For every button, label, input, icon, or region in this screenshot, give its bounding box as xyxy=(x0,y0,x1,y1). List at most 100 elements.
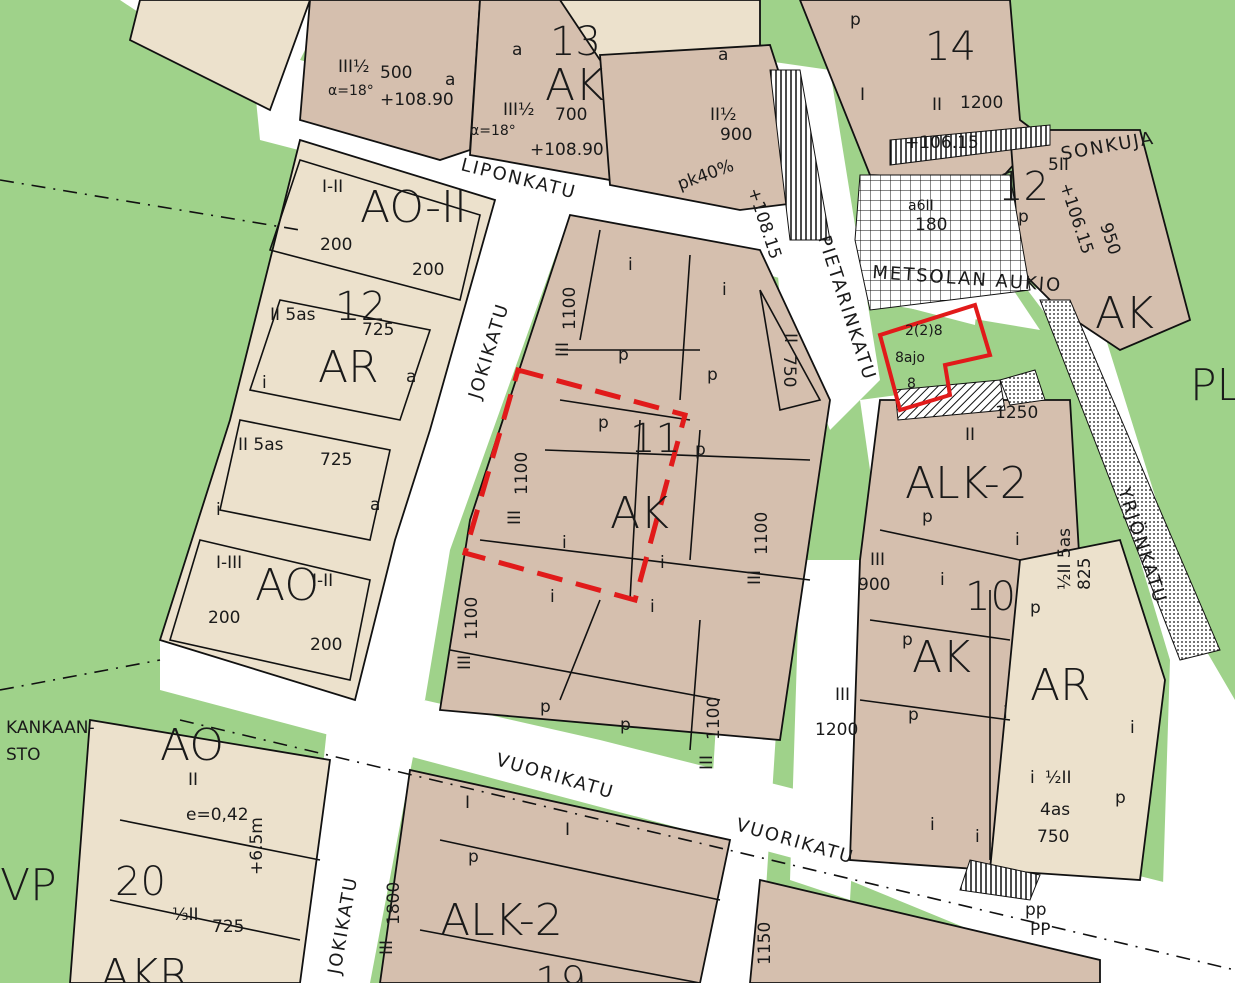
pedestrian-strip xyxy=(999,369,1046,406)
block-11-floors-r: III xyxy=(745,570,765,585)
block-13-a1: a xyxy=(512,40,522,60)
place-sto: STO xyxy=(6,745,41,765)
block-11[interactable] xyxy=(438,213,831,741)
block-19-i1: I xyxy=(465,793,470,813)
block-12ne-p: p xyxy=(1018,207,1029,227)
block-13-height: +108.90 xyxy=(530,140,604,160)
block-10-i6: i xyxy=(1030,768,1035,788)
block-13-code: AK xyxy=(545,60,604,111)
block-13-alpha2: α=18° xyxy=(328,83,374,99)
block-10-area3: 1200 xyxy=(815,720,858,740)
block-10-floors1: II xyxy=(965,425,975,445)
block-10-area5: 750 xyxy=(1037,827,1069,847)
block-13-area3: 900 xyxy=(720,125,752,145)
block-14-p: p xyxy=(850,10,861,30)
block-10-i5: i xyxy=(1130,718,1135,738)
block-12w-area6: 200 xyxy=(310,635,342,655)
red-plot-outline[interactable] xyxy=(877,302,993,413)
block-12w-label2: II 5as xyxy=(270,305,316,325)
block-12ne-code: AK xyxy=(1095,288,1154,339)
block-19-label: PP xyxy=(1030,920,1051,940)
block-10-label5: 4as xyxy=(1040,800,1070,820)
block-11-i4: i xyxy=(660,553,665,573)
block-14-height: +106.15 xyxy=(905,133,979,153)
block-13-height2: +108.90 xyxy=(380,90,454,110)
block-14-i: I xyxy=(860,85,865,105)
block-13-ii: II½ xyxy=(710,105,737,125)
block-10-code3: AR xyxy=(1030,660,1091,711)
block-12w-code1: AO-II xyxy=(360,182,467,233)
block-11-i1: i xyxy=(628,255,633,275)
block-20-vp: VP xyxy=(0,860,57,911)
block-10-code1: ALK-2 xyxy=(905,458,1028,509)
block-11-floors-w: III xyxy=(553,342,573,357)
plot-lines xyxy=(0,159,1235,983)
red-plot-label1: 2(2)8 xyxy=(905,323,943,339)
block-10-p1: p xyxy=(922,507,933,527)
block-10-p3: p xyxy=(908,705,919,725)
block-13[interactable] xyxy=(299,0,481,161)
block-19-east[interactable] xyxy=(749,878,1101,983)
block-top-left[interactable] xyxy=(128,0,311,112)
city-blocks xyxy=(69,0,1221,983)
block-12-west[interactable] xyxy=(158,138,497,702)
block-12w-area3: 725 xyxy=(362,320,394,340)
block-13-southeast[interactable] xyxy=(599,44,822,211)
block-10-ar[interactable] xyxy=(989,538,1166,881)
block-12w-area4: 725 xyxy=(320,450,352,470)
block-12w-a1: a xyxy=(406,367,416,387)
block-13-floors: III½ xyxy=(503,100,535,120)
block-14-area: 1200 xyxy=(960,93,1003,113)
block-20-height: +6.5m xyxy=(247,817,267,875)
highlight-label1: a6II xyxy=(908,198,934,214)
block-13-a2: a xyxy=(718,45,728,65)
block-11-area-e: 750 xyxy=(779,355,799,387)
block-13-area2: 500 xyxy=(380,63,412,83)
block-10-label3: ½II 5as xyxy=(1055,528,1075,590)
block-20-number: 20 xyxy=(115,859,166,905)
yrjonkatu-strip xyxy=(1039,299,1221,661)
block-11-number: 11 xyxy=(630,416,681,462)
block-12ne-label1: 5II xyxy=(1048,155,1069,175)
selection-rectangle[interactable] xyxy=(461,366,689,604)
block-19[interactable] xyxy=(379,768,732,983)
block-11-floors-m: III xyxy=(505,510,525,525)
metsolan-aukio-square[interactable] xyxy=(854,174,1031,311)
block-10-label4: ½II xyxy=(1045,768,1072,788)
block-20-floors: II xyxy=(188,770,198,790)
block-11-p2: p xyxy=(707,365,718,385)
block-10-p4: p xyxy=(1030,598,1041,618)
block-12w-area2: 200 xyxy=(412,260,444,280)
block-11-floors-e: II xyxy=(780,333,800,343)
block-12w-label3: II 5as xyxy=(238,435,284,455)
block-19-area: 1800 xyxy=(384,882,404,925)
block-13-a3: a xyxy=(445,70,455,90)
block-12w-code2: AR xyxy=(318,342,379,393)
block-13-area: 700 xyxy=(555,105,587,125)
place-kankaan: KANKAAN- xyxy=(6,718,95,738)
block-19-floors: III xyxy=(377,940,397,955)
block-19-i2: I xyxy=(565,820,570,840)
block-10-number: 10 xyxy=(965,574,1016,620)
block-19-number: 19 xyxy=(535,959,586,983)
block-19-p: p xyxy=(468,847,479,867)
block-10-floors2: III xyxy=(870,550,885,570)
block-11-floors-se: III xyxy=(697,755,717,770)
block-10-i2: i xyxy=(940,570,945,590)
block-12w-i1: i xyxy=(262,373,267,393)
block-10-area1: 1250 xyxy=(995,403,1038,423)
block-12w-a2: a xyxy=(370,495,380,515)
block-11-p3: p xyxy=(598,413,609,433)
block-11-area-r: 1100 xyxy=(752,512,772,555)
block-20[interactable] xyxy=(69,718,332,983)
block-13-floors2: III½ xyxy=(338,57,370,77)
block-pl: PL xyxy=(1190,360,1235,411)
block-10-area4: 825 xyxy=(1075,558,1095,590)
block-11-i2: i xyxy=(722,280,727,300)
block-20-code: AO xyxy=(160,720,224,771)
crossing-north xyxy=(769,69,831,241)
block-11-code: AK xyxy=(610,488,669,539)
block-11-area-m: 1100 xyxy=(512,452,532,495)
